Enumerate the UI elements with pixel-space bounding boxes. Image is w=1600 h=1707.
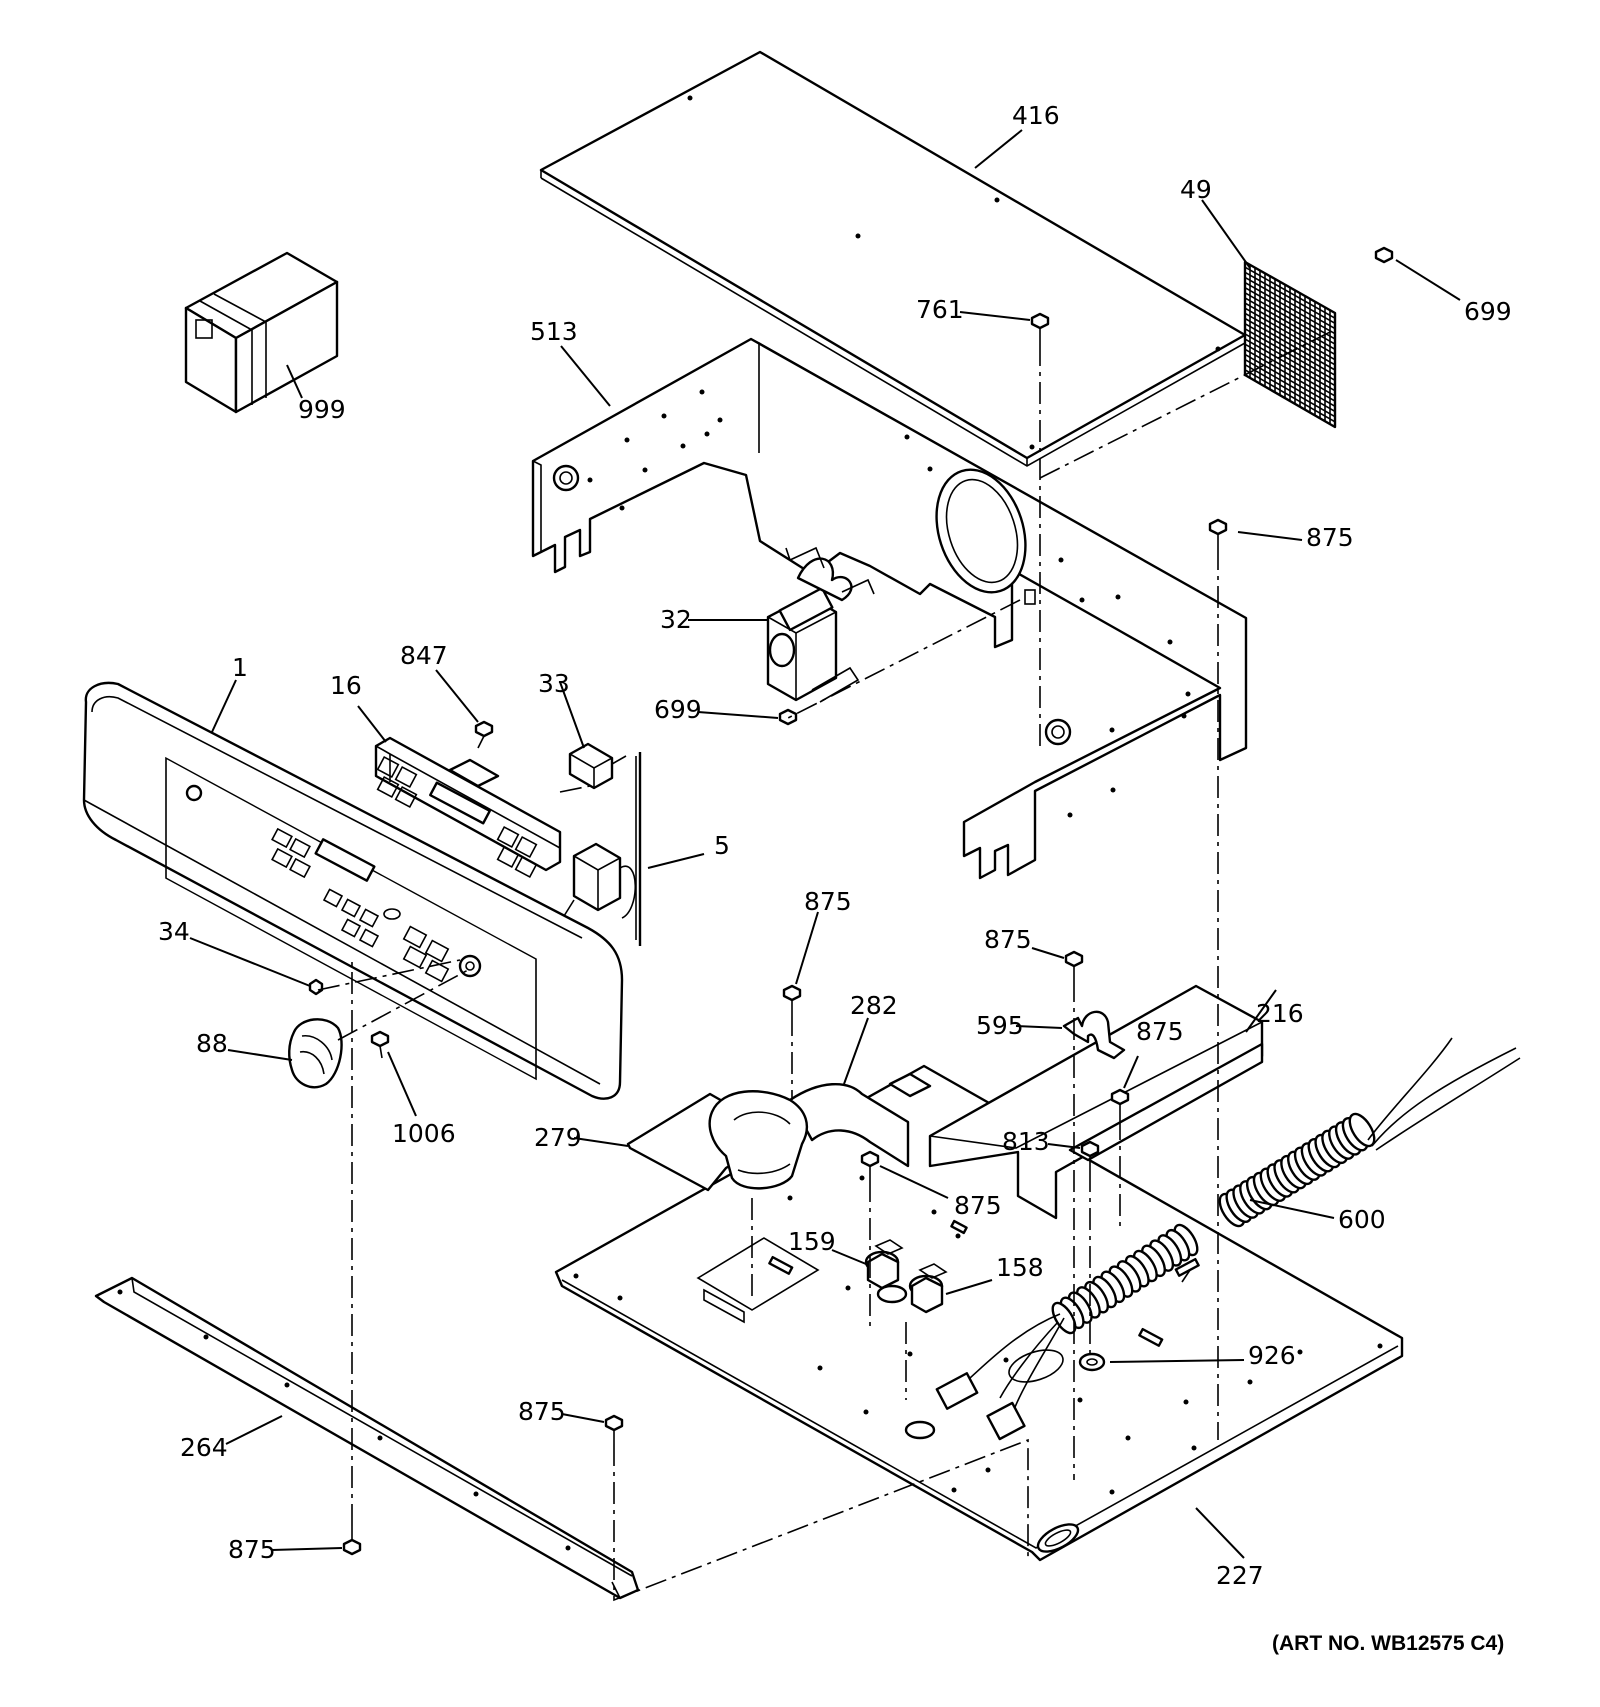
part-595-clip xyxy=(1015,1010,1126,1060)
callout-5: 5 xyxy=(714,831,730,860)
screw-875-mid xyxy=(860,1150,949,1199)
mesh-line xyxy=(1244,343,1336,397)
callout-875-clip: 875 xyxy=(984,925,1032,954)
mesh-line xyxy=(1244,353,1336,407)
alignment-lines xyxy=(317,329,1335,1602)
callout-999: 999 xyxy=(298,395,346,424)
part-16-control-board xyxy=(357,705,562,879)
callout-875-strip: 875 xyxy=(518,1397,566,1426)
callout-926: 926 xyxy=(1248,1341,1296,1370)
screw-761 xyxy=(959,311,1050,344)
mesh-line xyxy=(1244,266,1336,319)
part-264-trim-strip xyxy=(94,1276,640,1600)
part-227-base-pan xyxy=(554,1064,1404,1562)
callout-699-motor: 699 xyxy=(654,695,702,724)
part-5-relay-probe xyxy=(572,752,705,946)
part-32-motor xyxy=(688,546,875,703)
callout-227: 227 xyxy=(1216,1561,1264,1590)
mesh-line xyxy=(1244,307,1336,361)
part-513-housing xyxy=(531,337,1248,880)
mesh-line xyxy=(1244,292,1336,345)
callout-33: 33 xyxy=(538,669,570,698)
mesh-line xyxy=(1244,276,1336,330)
mesh-line xyxy=(1244,297,1336,350)
callout-1: 1 xyxy=(232,653,248,682)
part-600-conduit xyxy=(935,1037,1521,1441)
callout-1006: 1006 xyxy=(392,1119,456,1148)
control-panel-keypad xyxy=(271,827,450,983)
callout-875-duct: 875 xyxy=(804,887,852,916)
callout-158: 158 xyxy=(996,1253,1044,1282)
callout-875-mid: 875 xyxy=(954,1191,1002,1220)
screw-699-motor xyxy=(697,708,798,726)
callout-labels: 416 49 699 761 513 999 875 32 699 847 16… xyxy=(158,101,1512,1590)
callout-875-right: 875 xyxy=(1306,523,1354,552)
screw-699-top xyxy=(1374,246,1461,301)
callout-699-top: 699 xyxy=(1464,297,1512,326)
callout-761: 761 xyxy=(916,295,964,324)
callout-600: 600 xyxy=(1338,1205,1386,1234)
callout-16: 16 xyxy=(330,671,362,700)
part-999-box xyxy=(184,251,339,414)
screw-875-cover xyxy=(1110,1055,1139,1118)
callout-513: 513 xyxy=(530,317,578,346)
mesh-line xyxy=(1244,261,1336,314)
callout-32: 32 xyxy=(660,605,692,634)
callout-416: 416 xyxy=(1012,101,1060,130)
screw-875-bottom xyxy=(271,1526,362,1556)
screw-875-clip xyxy=(1031,947,1084,980)
part-88-knob xyxy=(227,1018,343,1089)
mesh-line xyxy=(1244,328,1336,382)
callout-813: 813 xyxy=(1002,1127,1050,1156)
screw-875-right xyxy=(1208,518,1303,548)
callout-88: 88 xyxy=(196,1029,228,1058)
part-926-grommet xyxy=(1078,1352,1245,1372)
mesh-line xyxy=(1244,338,1336,392)
mesh-line xyxy=(1244,364,1336,418)
mesh-line xyxy=(1244,369,1336,423)
part-34-screw xyxy=(189,937,324,996)
callout-875-bottom: 875 xyxy=(228,1535,276,1564)
part-1-control-panel xyxy=(82,679,624,1100)
part-847-screw xyxy=(435,669,494,749)
mesh-line xyxy=(1244,286,1336,340)
mesh-line xyxy=(1244,358,1336,413)
part-279-duct xyxy=(573,1090,809,1192)
part-216-cover xyxy=(928,984,1277,1220)
callout-875-cover: 875 xyxy=(1136,1017,1184,1046)
mesh-line xyxy=(1244,333,1336,387)
part-49-mesh-screen xyxy=(1201,199,1337,429)
callout-34: 34 xyxy=(158,917,190,946)
mesh-line xyxy=(1244,271,1336,325)
art-number: (ART NO. WB12575 C4) xyxy=(1272,1632,1504,1655)
part-158-thermostat xyxy=(908,1263,993,1314)
callout-847: 847 xyxy=(400,641,448,670)
part-1006-screw xyxy=(370,1030,417,1117)
mesh-line xyxy=(1244,281,1336,335)
mesh-line xyxy=(1244,317,1336,371)
part-159-thermostat xyxy=(831,1239,904,1290)
callout-264: 264 xyxy=(180,1433,228,1462)
part-416-top-panel xyxy=(539,50,1247,467)
callout-49: 49 xyxy=(1180,175,1212,204)
mesh-line xyxy=(1244,322,1336,376)
callout-279: 279 xyxy=(534,1123,582,1152)
mesh-line xyxy=(1244,312,1336,366)
part-33-switch xyxy=(559,681,627,790)
callout-595: 595 xyxy=(976,1011,1024,1040)
callout-159: 159 xyxy=(788,1227,836,1256)
conduit-ring xyxy=(1348,1112,1376,1148)
callout-282: 282 xyxy=(850,991,898,1020)
mesh-line xyxy=(1244,302,1336,356)
mesh-line xyxy=(1244,374,1336,428)
screw-875-strip xyxy=(561,1413,624,1444)
part-282-duct xyxy=(788,1017,932,1168)
screw-875-duct xyxy=(782,911,819,1014)
mesh-line xyxy=(1244,348,1336,402)
callout-216: 216 xyxy=(1256,999,1304,1028)
